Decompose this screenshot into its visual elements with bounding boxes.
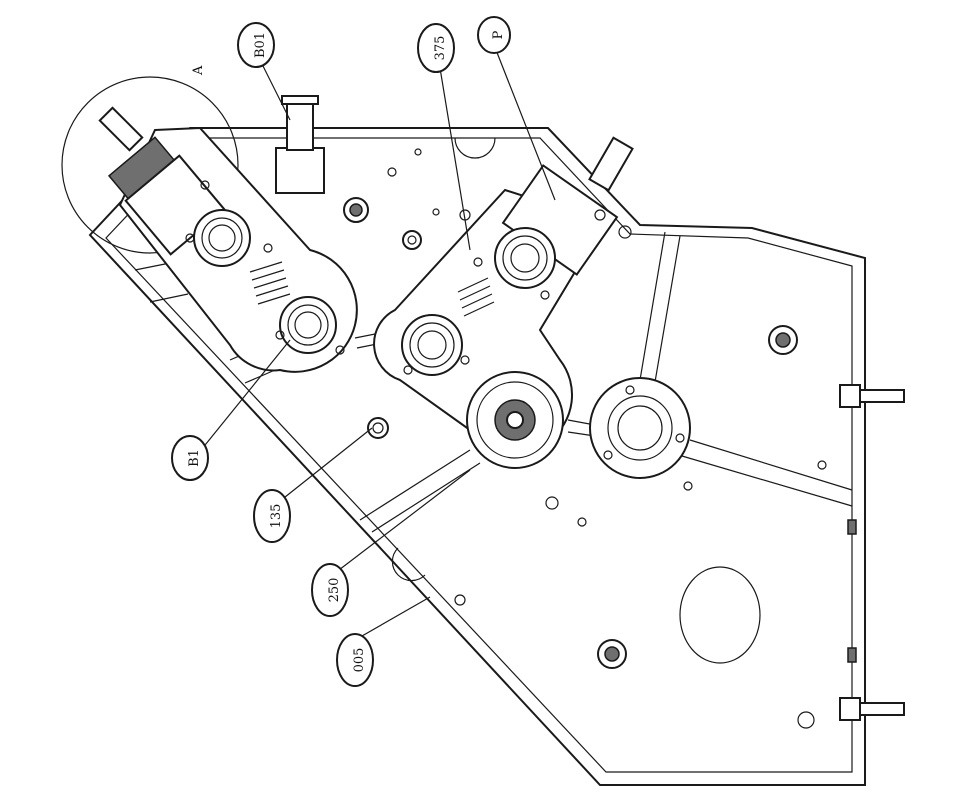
view-label: A [191,65,206,76]
detail-circle [61,76,239,254]
callout-375: 375 [417,23,455,73]
callout-375-text: 375 [433,36,448,61]
callout-b1-text: B1 [187,449,202,467]
left-bracket-assembly [107,126,358,373]
callout-250-text: 250 [327,578,342,603]
shaft-right [588,136,634,192]
plate-notch-left [391,547,426,582]
plate-studs [343,148,827,729]
callout-p: P [477,16,511,54]
callout-b01: B01 [237,22,275,68]
callout-b01-text: B01 [253,32,268,58]
boss-b01 [275,95,325,194]
callout-005: 005 [336,633,374,687]
shaft-a [98,106,144,152]
edge-pins [839,384,905,721]
callout-135-text: 135 [269,504,284,529]
structural-ribs [134,231,853,533]
gear-250 [466,371,564,469]
lower-bearing [589,377,691,479]
callout-005-text: 005 [352,648,367,673]
plate-notch-top [454,137,496,159]
callout-b1: B1 [171,435,209,481]
oval-cutout [679,566,761,664]
callout-250: 250 [311,563,349,617]
callout-p-text: P [491,30,506,39]
leader-lines [196,49,556,641]
main-plate-outline [88,127,866,786]
callout-135: 135 [253,489,291,543]
main-plate-inner [105,137,853,773]
